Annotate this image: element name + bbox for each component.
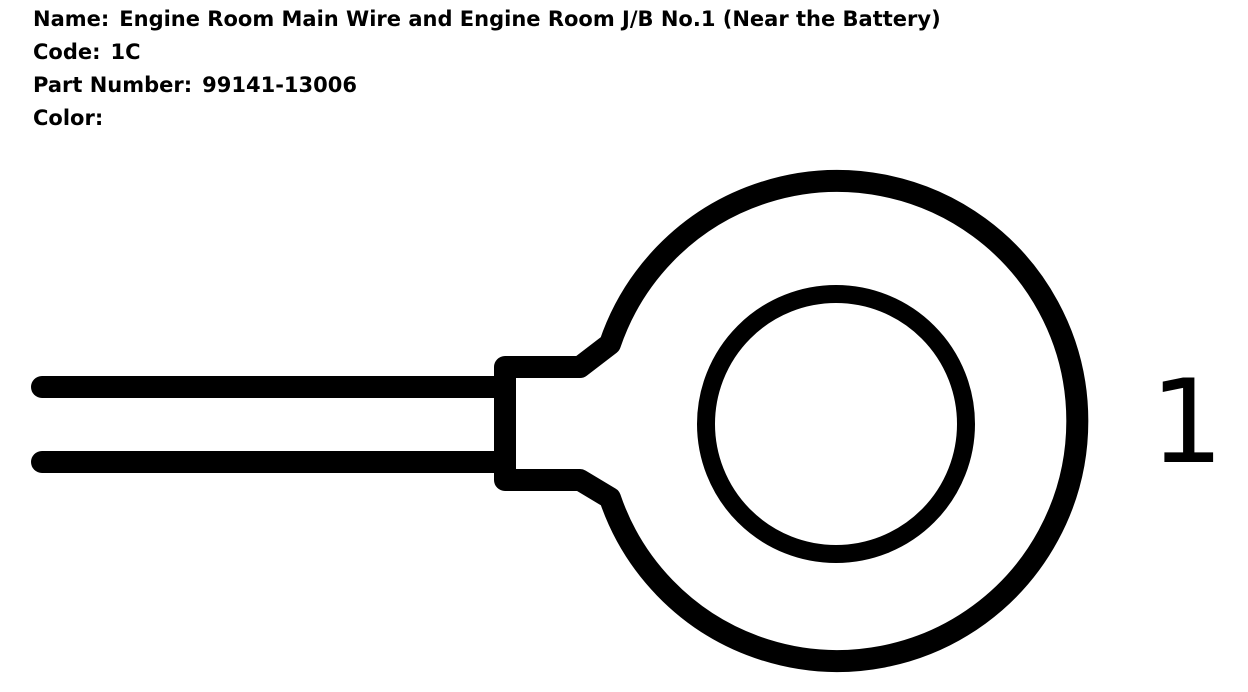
stud-hole-ring xyxy=(697,285,975,563)
color-row: Color: xyxy=(33,102,941,135)
code-label: Code: xyxy=(33,40,101,64)
part-number-label: Part Number: xyxy=(33,73,193,97)
part-number-value: 99141-13006 xyxy=(202,73,357,97)
name-value: Engine Room Main Wire and Engine Room J/… xyxy=(119,7,941,31)
color-label: Color: xyxy=(33,106,104,130)
ring-terminal-outline xyxy=(494,170,1089,672)
name-label: Name: xyxy=(33,7,110,31)
connector-info: Name: Engine Room Main Wire and Engine Ro… xyxy=(33,3,941,135)
code-value: 1C xyxy=(110,40,141,64)
code-row: Code: 1C xyxy=(33,36,941,69)
part-number-row: Part Number: 99141-13006 xyxy=(33,69,941,102)
pin-number-label: 1 xyxy=(1150,355,1224,490)
name-row: Name: Engine Room Main Wire and Engine Ro… xyxy=(33,3,941,36)
